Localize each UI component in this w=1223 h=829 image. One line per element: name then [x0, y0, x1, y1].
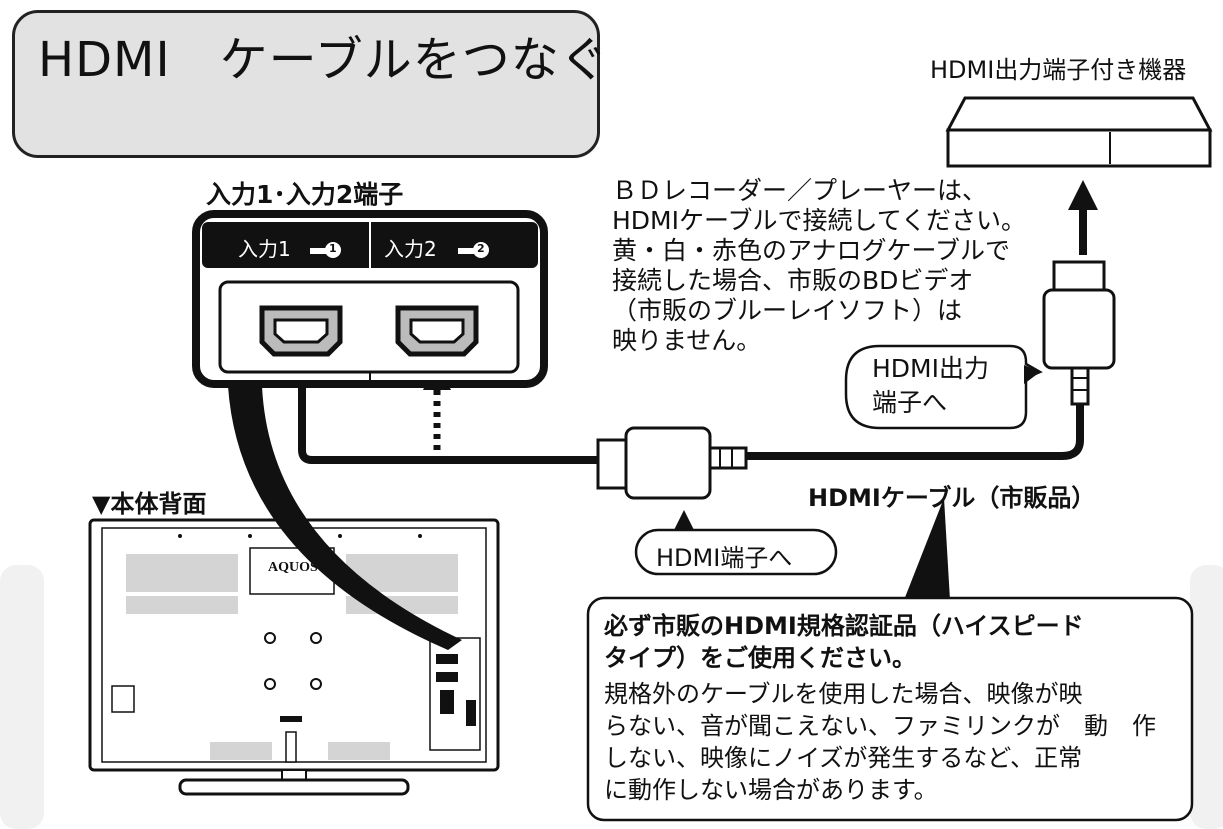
- page-title: HDMI ケーブルをつなぐ: [38, 32, 609, 88]
- warning-box: [586, 596, 1194, 822]
- cable-to-input1: [298, 385, 600, 464]
- warning-text: 必ず市販のHDMI規格認証品（ハイスピード タイプ）をご使用ください。 規格外の…: [604, 610, 1156, 806]
- left-side-tab: [0, 565, 44, 829]
- input-terminals-label: 入力1･入力2端子: [206, 180, 404, 209]
- port-label-2: 入力2: [384, 237, 437, 261]
- warning-body-line: しない、映像にノイズが発生するなど、正常: [604, 744, 1083, 772]
- port-icon-2: [458, 242, 489, 258]
- port-number-1: 1: [329, 242, 337, 255]
- callout-line: HDMI出力: [872, 354, 989, 383]
- callout-hdmi-output: HDMI出力 端子へ: [872, 352, 989, 420]
- note-line: 黄・白・赤色のアナログケーブルで: [612, 236, 1011, 265]
- hdmi-plug-tv-side: [596, 426, 748, 500]
- port-icon-1: [310, 242, 341, 258]
- note-line: ＢＤレコーダー／プレーヤーは、: [612, 176, 988, 205]
- arrow-to-device: [1068, 180, 1098, 255]
- warning-body-line: 規格外のケーブルを使用した場合、映像が映: [604, 680, 1083, 708]
- port-label-1: 入力1: [238, 237, 291, 261]
- hdmi-plug-device-side: [1042, 260, 1116, 406]
- connection-note: ＢＤレコーダー／プレーヤーは、 HDMIケーブルで接続してください。 黄・白・赤…: [612, 176, 1026, 356]
- tv-brand: AQUOS: [268, 560, 318, 575]
- note-line: （市販のブルーレイソフト）は: [612, 296, 963, 325]
- title-box: [12, 10, 600, 158]
- hdmi-socket-1: [259, 305, 343, 357]
- note-line: HDMIケーブルで接続してください。: [612, 206, 1026, 235]
- warning-heading: 必ず市販のHDMI規格認証品（ハイスピード: [604, 612, 1084, 640]
- callout-hdmi-output-bubble: [844, 344, 1043, 430]
- callout-hdmi-terminal: HDMI端子へ: [656, 544, 793, 572]
- warning-body-line: らない、音が聞こえない、ファミリンクが 動 作: [604, 712, 1156, 740]
- port-number-2: 2: [477, 242, 485, 255]
- hdmi-cable-line: [745, 405, 1084, 460]
- cable-label: HDMIケーブル（市販品）: [808, 484, 1096, 512]
- bd-recorder-device: [945, 96, 1213, 168]
- panel-to-tv-curve: [228, 386, 462, 650]
- device-label: HDMI出力端子付き機器: [930, 56, 1187, 84]
- warning-heading: タイプ）をご使用ください。: [604, 644, 916, 672]
- warning-body-line: に動作しない場合があります。: [604, 776, 938, 804]
- callout-line: 端子へ: [872, 388, 948, 417]
- callout-hdmi-terminal-bubble: [634, 510, 838, 576]
- input-terminal-panel: [192, 210, 548, 388]
- pointer-to-warning: [904, 498, 950, 600]
- tv-rear-view: [88, 518, 500, 796]
- note-line: 接続した場合、市販のBDビデオ: [612, 266, 974, 295]
- hdmi-socket-2: [395, 305, 479, 357]
- note-line: 映りません。: [612, 326, 762, 355]
- right-side-tab: [1190, 565, 1223, 829]
- rear-view-label: ▼本体背面: [92, 490, 207, 518]
